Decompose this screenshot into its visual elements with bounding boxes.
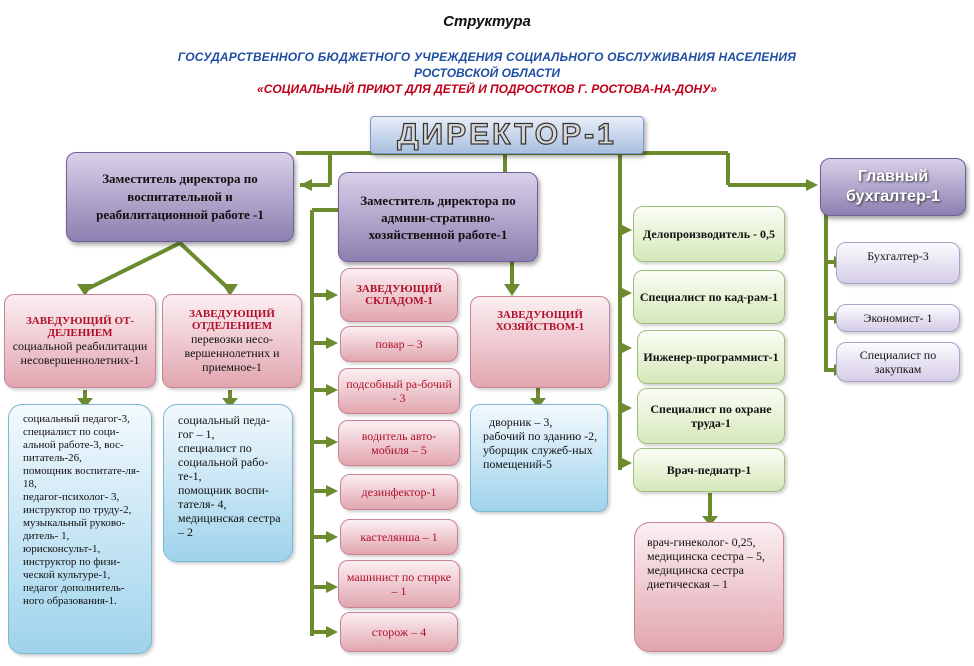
direct-report-box: Врач-педиатр-1 <box>633 448 785 492</box>
staff-transport-item: специалист по социальной рабо-те-1, <box>178 441 269 483</box>
direct-report-label: Инженер-программист-1 <box>643 350 779 364</box>
deputy-admin-box: Заместитель директора по админи-стративн… <box>338 172 538 262</box>
staff-rehab-item: инструктор по физи-ческой культуре-1, <box>23 556 121 581</box>
warehouse-staff-label: дезинфектор-1 <box>361 485 437 499</box>
warehouse-staff-item: водитель авто-мобиля – 5 <box>338 420 460 466</box>
warehouse-staff-item: сторож – 4 <box>340 612 458 652</box>
direct-report-box: Специалист по кад-рам-1 <box>633 270 785 324</box>
medical-staff-item: медицинска сестра – 5, <box>647 549 765 563</box>
dept-transport-sub: перевозки несо-вершеннолетних и приемное… <box>184 332 280 374</box>
page-title: Структура <box>443 13 531 30</box>
deputy-education-box: Заместитель директора по воспитательной … <box>66 152 294 242</box>
warehouse-staff-label: подсобный ра-бочий - 3 <box>346 377 452 405</box>
warehouse-staff-label: повар – 3 <box>375 337 423 351</box>
chief-accountant-label: Главный бухгалтер-1 <box>845 168 941 205</box>
warehouse-staff-item: кастелянша – 1 <box>340 519 458 555</box>
staff-rehab-item: социальный педагог-3, <box>23 413 130 425</box>
direct-report-label: Делопроизводитель - 0,5 <box>642 227 776 241</box>
chief-accountant-box: Главный бухгалтер-1 <box>820 158 966 216</box>
warehouse-staff-label: сторож – 4 <box>371 625 427 639</box>
dept-transport-box: ЗАВЕДУЮЩИЙ ОТДЕЛЕНИЕМ перевозки несо-вер… <box>162 294 302 388</box>
dept-transport-head: ЗАВЕДУЮЩИЙ ОТДЕЛЕНИЕМ <box>189 308 275 332</box>
staff-transport-item: помощник воспи-тателя- 4, <box>178 483 269 511</box>
staff-transport-item: медицинская сестра – 2 <box>178 511 281 539</box>
deputy-education-label: Заместитель директора по воспитательной … <box>96 171 264 222</box>
director-box: ДИРЕКТОР-1 <box>370 116 644 154</box>
household-head-box: ЗАВЕДУЮЩИЙ ХОЗЯЙСТВОМ-1 <box>470 296 610 388</box>
dept-rehab-sub: социальной реабилитации несовершеннолетн… <box>12 339 148 367</box>
staff-rehab-item: педагог дополнитель-ного образования-1. <box>23 582 125 607</box>
accounting-staff-box: Специалист по закупкам <box>836 342 960 382</box>
staff-rehab-box: социальный педагог-3, специалист по соци… <box>8 404 152 654</box>
warehouse-staff-label: водитель авто-мобиля – 5 <box>361 429 437 457</box>
direct-report-box: Специалист по охране труда-1 <box>637 388 785 444</box>
warehouse-staff-item: машинист по стирке – 1 <box>338 560 460 608</box>
staff-transport-item: социальный педа-гог – 1, <box>178 413 270 441</box>
household-staff-box: дворник – 3, рабочий по зданию -2, уборщ… <box>470 404 608 512</box>
household-staff-item: уборщик служеб-ных помещений-5 <box>483 443 593 471</box>
staff-rehab-item: музыкальный руково-дитель- 1, <box>23 517 126 542</box>
org-name-line2: РОСТОВСКОЙ ОБЛАСТИ <box>413 66 561 80</box>
direct-report-box: Инженер-программист-1 <box>637 330 785 384</box>
medical-staff-box: врач-гинеколог- 0,25, медицинска сестра … <box>634 522 784 652</box>
direct-report-label: Специалист по охране труда-1 <box>650 402 772 430</box>
warehouse-head-box: ЗАВЕДУЮЩИЙ СКЛАДОМ-1 <box>340 268 458 322</box>
director-label: ДИРЕКТОР-1 <box>397 118 617 151</box>
household-staff-item: рабочий по зданию -2, <box>483 429 598 443</box>
dept-rehab-head: ЗАВЕДУЮЩИЙ ОТ-ДЕЛЕНИЕМ <box>25 315 135 339</box>
staff-rehab-item: юрисконсульт-1, <box>23 543 101 555</box>
dept-rehab-box: ЗАВЕДУЮЩИЙ ОТ-ДЕЛЕНИЕМ социальной реабил… <box>4 294 156 388</box>
staff-rehab-item: педагог-психолог- 3, <box>23 491 120 503</box>
staff-rehab-item: помощник воспитате-ля- 18, <box>23 465 140 490</box>
accounting-staff-box: Бухгалтер-3 <box>836 242 960 284</box>
staff-transport-box: социальный педа-гог – 1, специалист по с… <box>163 404 293 562</box>
direct-report-box: Делопроизводитель - 0,5 <box>633 206 785 262</box>
accounting-staff-label: Экономист- 1 <box>863 311 933 325</box>
warehouse-staff-item: повар – 3 <box>340 326 458 362</box>
warehouse-head-label: ЗАВЕДУЮЩИЙ СКЛАДОМ-1 <box>356 283 442 307</box>
org-name-line1: ГОСУДАРСТВЕННОГО БЮДЖЕТНОГО УЧРЕЖДЕНИЯ С… <box>177 50 797 64</box>
warehouse-staff-label: машинист по стирке – 1 <box>346 570 452 598</box>
medical-staff-item: врач-гинеколог- 0,25, <box>647 535 756 549</box>
accounting-staff-label: Бухгалтер-3 <box>867 249 929 263</box>
warehouse-staff-item: подсобный ра-бочий - 3 <box>338 368 460 414</box>
direct-report-label: Специалист по кад-рам-1 <box>639 290 779 304</box>
org-name-line3: «СОЦИАЛЬНЫЙ ПРИЮТ ДЛЯ ДЕТЕЙ И ПОДРОСТКОВ… <box>257 82 717 96</box>
medical-staff-item: медицинска сестра диетическая – 1 <box>647 563 744 591</box>
warehouse-staff-label: кастелянша – 1 <box>360 530 438 544</box>
deputy-admin-label: Заместитель директора по админи-стративн… <box>360 192 516 242</box>
warehouse-staff-item: дезинфектор-1 <box>340 474 458 510</box>
household-head-label: ЗАВЕДУЮЩИЙ ХОЗЯЙСТВОМ-1 <box>495 309 585 333</box>
household-staff-item: дворник – 3, <box>489 415 553 429</box>
staff-rehab-item: специалист по соци-альной работе-3, вос-… <box>23 426 124 464</box>
accounting-staff-label: Специалист по закупкам <box>859 348 937 376</box>
staff-rehab-item: инструктор по труду-2, <box>23 504 132 516</box>
direct-report-label: Врач-педиатр-1 <box>666 463 752 477</box>
accounting-staff-box: Экономист- 1 <box>836 304 960 332</box>
